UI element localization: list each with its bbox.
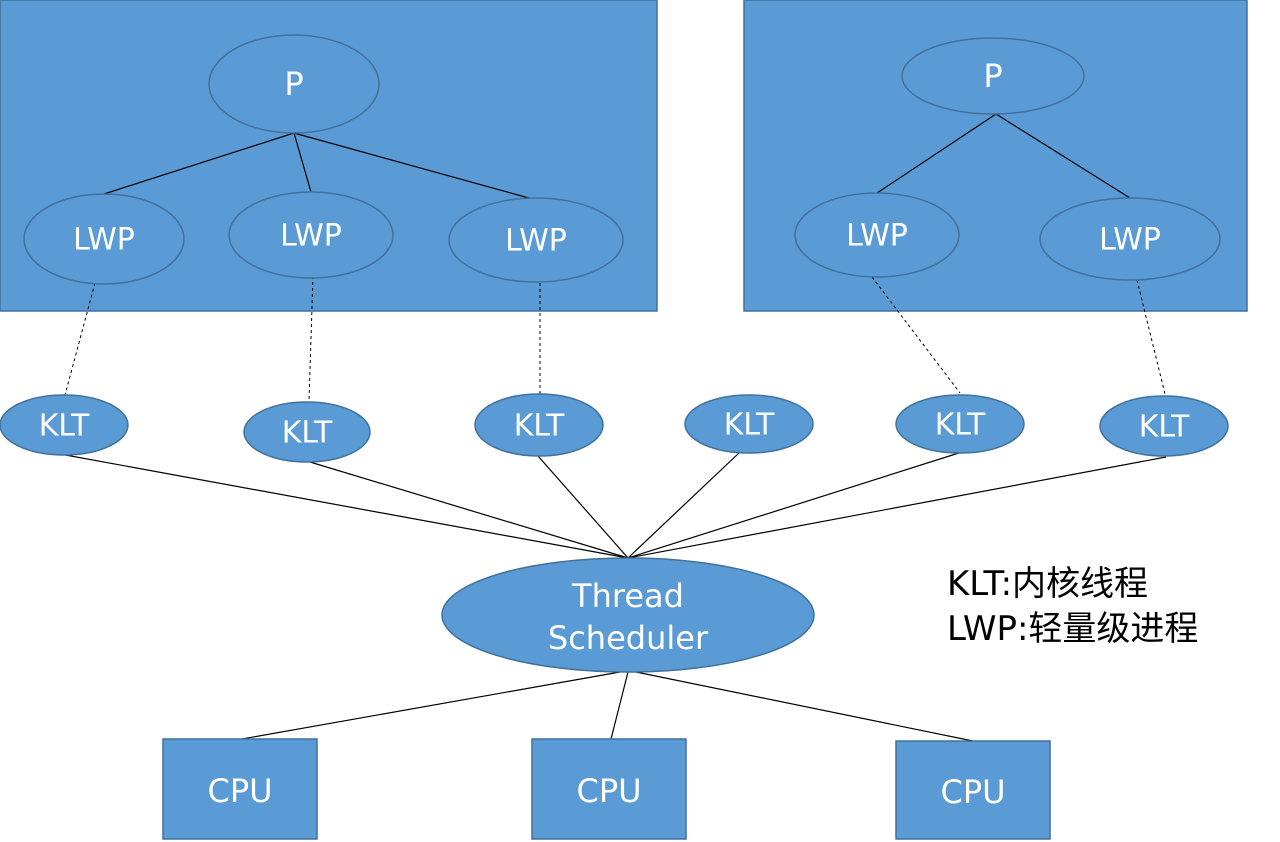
lwp-label: LWP bbox=[280, 219, 342, 254]
thread-scheduler-node: Thread Scheduler bbox=[441, 557, 815, 673]
edge-klt6-sched bbox=[627, 456, 1167, 559]
klt-label: KLT bbox=[1139, 410, 1190, 445]
dash-lwp2-klt2 bbox=[308, 275, 314, 402]
lwp-node: LWP bbox=[23, 193, 185, 285]
klt-label: KLT bbox=[39, 409, 90, 444]
edge-klt5-sched bbox=[627, 451, 963, 559]
process-node-1: P bbox=[208, 34, 380, 134]
lwp-label: LWP bbox=[505, 224, 567, 259]
edge-sched-cpu2 bbox=[610, 671, 629, 740]
klt-node: KLT bbox=[684, 394, 814, 454]
edge-p1-lwp2 bbox=[293, 132, 312, 193]
process-label: P bbox=[284, 65, 303, 103]
edge-sched-cpu3 bbox=[635, 671, 974, 742]
klt-node: KLT bbox=[0, 394, 129, 456]
process-label: P bbox=[983, 57, 1002, 95]
lwp-node: LWP bbox=[228, 191, 394, 279]
edge-klt4-sched bbox=[627, 451, 741, 559]
cpu-label: CPU bbox=[207, 772, 272, 810]
klt-node: KLT bbox=[243, 401, 371, 463]
legend: KLT:内核线程 LWP:轻量级进程 bbox=[947, 562, 1198, 652]
edge-p1-lwp3 bbox=[293, 132, 537, 201]
klt-label: KLT bbox=[514, 409, 565, 444]
lwp-label: LWP bbox=[1099, 223, 1161, 258]
scheduler-label-line1: Thread bbox=[571, 577, 684, 615]
edge-klt1-sched bbox=[59, 453, 629, 559]
lwp-node: LWP bbox=[1039, 197, 1221, 281]
cpu-label: CPU bbox=[576, 772, 641, 810]
lwp-node: LWP bbox=[794, 192, 960, 278]
klt-node: KLT bbox=[895, 394, 1025, 454]
klt-node: KLT bbox=[1099, 395, 1229, 457]
lwp-label: LWP bbox=[846, 219, 908, 254]
edge-klt2-sched bbox=[309, 461, 629, 559]
edge-p1-lwp1 bbox=[103, 132, 295, 195]
cpu-node: CPU bbox=[895, 740, 1051, 840]
legend-item-lwp: LWP:轻量级进程 bbox=[947, 609, 1199, 649]
dash-lwp5-klt6 bbox=[1136, 279, 1166, 395]
klt-node: KLT bbox=[474, 393, 604, 457]
cpu-node: CPU bbox=[531, 738, 687, 840]
lwp-node: LWP bbox=[448, 197, 624, 283]
klt-label: KLT bbox=[935, 408, 986, 443]
cpu-node: CPU bbox=[162, 738, 318, 840]
cpu-label: CPU bbox=[940, 773, 1005, 811]
process-node-2: P bbox=[901, 37, 1085, 115]
dash-lwp1-klt1 bbox=[64, 282, 96, 396]
edge-p2-lwp1 bbox=[876, 113, 997, 194]
klt-label: KLT bbox=[282, 416, 333, 451]
scheduler-label-line2: Scheduler bbox=[548, 619, 709, 657]
edge-klt3-sched bbox=[537, 455, 629, 559]
legend-item-klt: KLT:内核线程 bbox=[947, 564, 1149, 604]
edge-p2-lwp2 bbox=[995, 113, 1131, 199]
dash-lwp4-klt5 bbox=[871, 276, 961, 394]
edge-sched-cpu1 bbox=[241, 671, 621, 740]
klt-label: KLT bbox=[724, 408, 775, 443]
lwp-label: LWP bbox=[73, 223, 135, 258]
